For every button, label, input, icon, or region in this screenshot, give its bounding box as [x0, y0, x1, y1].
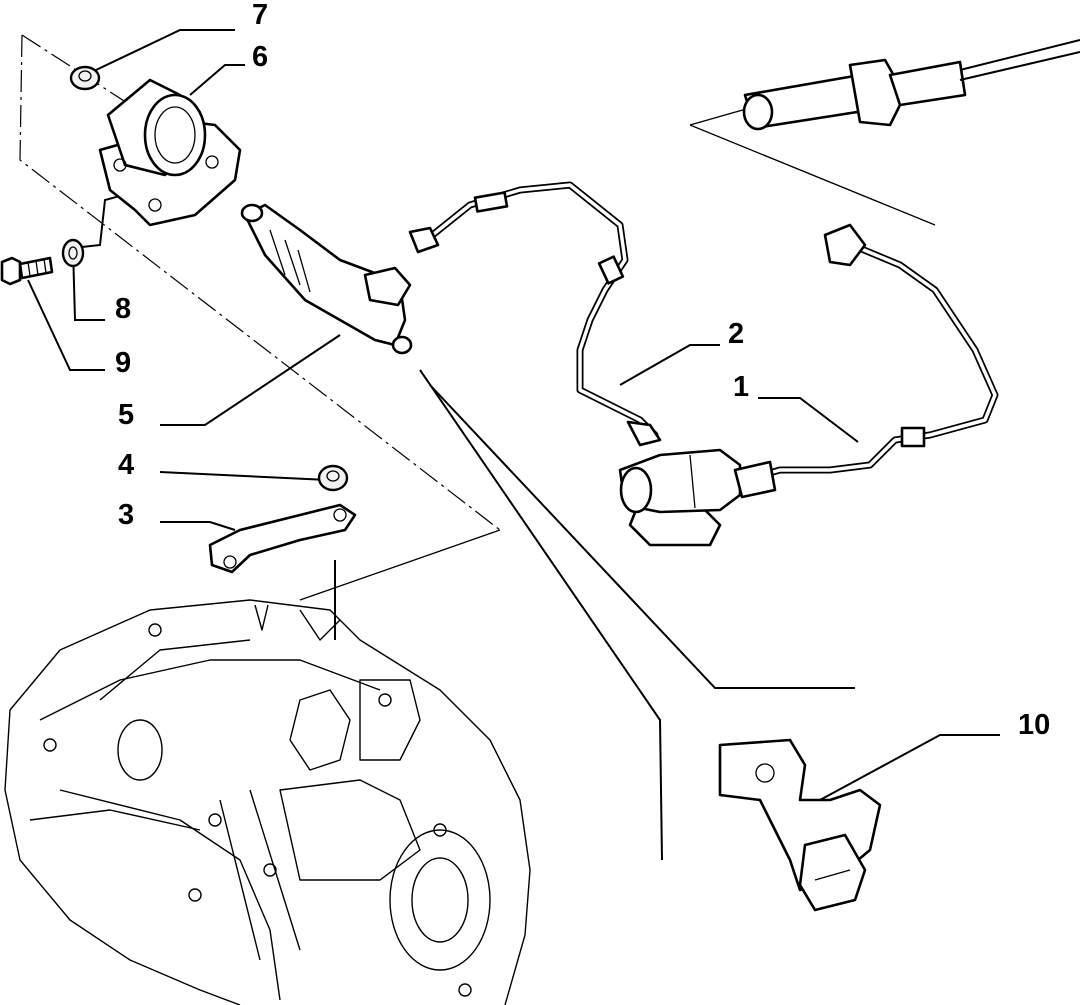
lever-part-3	[208, 503, 357, 574]
clip-part-7	[69, 65, 101, 91]
callout-3: 3	[118, 499, 134, 531]
nut-part-4	[317, 464, 349, 492]
assembly-axis-lines	[19, 34, 501, 601]
pedal-rod-assembly	[689, 39, 1080, 226]
master-cylinder-part-1	[618, 223, 999, 547]
slave-cylinder-part-5	[240, 203, 413, 355]
bracket-part-10	[718, 738, 882, 912]
pipe-part-2	[408, 181, 662, 447]
callout-labels: 7 6 8 9 5 4 3 2 1 10	[115, 0, 1050, 741]
callout-7: 7	[252, 0, 268, 31]
callout-6: 6	[252, 41, 268, 73]
bracket-part-6	[98, 78, 242, 227]
washer-part-8	[61, 238, 85, 268]
callout-5: 5	[118, 399, 134, 431]
callout-10: 10	[1018, 709, 1050, 741]
bolt-part-9	[0, 256, 54, 286]
callout-8: 8	[115, 293, 131, 325]
callout-1: 1	[733, 371, 749, 403]
callout-2: 2	[728, 318, 744, 350]
callout-4: 4	[118, 449, 134, 481]
callout-9: 9	[115, 347, 131, 379]
gearbox-housing	[4, 599, 531, 1005]
